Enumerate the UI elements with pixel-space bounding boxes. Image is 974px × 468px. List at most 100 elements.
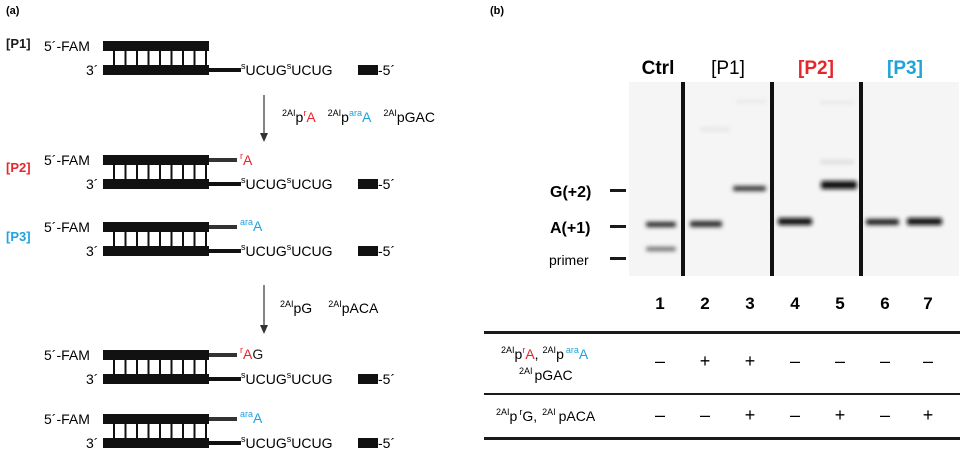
base-pair-tick xyxy=(124,424,127,438)
gel-smear xyxy=(820,160,854,164)
top-strand-label: 5´-FAM xyxy=(44,152,90,168)
template-linker xyxy=(209,182,241,186)
base-pair-tick xyxy=(182,165,184,179)
table-marks: – + + – – – – – – + – + – + xyxy=(655,351,933,425)
template-sequence: sUCUGsUCUG xyxy=(241,370,332,387)
base-pair-tick xyxy=(182,51,184,65)
base-pair-tick xyxy=(124,51,127,65)
row1-mark: – xyxy=(655,351,665,371)
row1-mark: + xyxy=(700,351,711,371)
table-rule-bottom xyxy=(484,437,960,440)
base-pair-tick xyxy=(182,232,184,246)
primer-extension xyxy=(209,353,237,357)
p3-product-extension: araA xyxy=(240,409,263,426)
gel-separator xyxy=(859,82,863,276)
bottom-strand-3prime: 3´ xyxy=(86,243,98,259)
template-block xyxy=(358,65,378,75)
lane-number: 5 xyxy=(835,294,844,313)
gel-separator xyxy=(770,82,774,276)
base-pair-tick xyxy=(136,51,138,65)
band-lane4-a1 xyxy=(778,218,812,225)
base-pair-tick xyxy=(136,424,138,438)
base-pair-tick xyxy=(147,232,150,246)
base-pair-tick xyxy=(170,165,173,179)
base-pair-tick xyxy=(147,51,150,65)
row2-mark: – xyxy=(790,405,800,425)
row1-mark: – xyxy=(880,351,890,371)
bottom-strand-3prime: 3´ xyxy=(86,435,98,451)
template-strand xyxy=(103,246,209,256)
bottom-strand-3prime: 3´ xyxy=(86,371,98,387)
template-linker xyxy=(209,377,241,381)
top-strand-label: 5´-FAM xyxy=(44,219,90,235)
band-lane5-g2 xyxy=(821,181,857,189)
p2-tag: [P2] xyxy=(6,160,31,175)
lane-group-ctrl: Ctrl xyxy=(642,58,675,79)
bottom-strand-5prime: -5´ xyxy=(378,176,395,192)
template-sequence: sUCUGsUCUG xyxy=(241,242,332,259)
arrow-step1-head xyxy=(260,133,268,142)
base-pair-tick xyxy=(193,360,196,374)
base-pair-tick xyxy=(182,424,184,438)
base-pair-tick xyxy=(170,51,173,65)
template-block xyxy=(358,246,378,256)
base-pair-tick xyxy=(205,424,207,438)
bottom-strand-5prime: -5´ xyxy=(378,371,395,387)
gel-smear xyxy=(700,128,730,131)
base-pair-tick xyxy=(159,360,161,374)
lane-number: 6 xyxy=(880,294,889,313)
base-pair-tick xyxy=(159,165,161,179)
row1-mark: – xyxy=(923,351,933,371)
marker-tick xyxy=(610,189,626,192)
template-sequence: sUCUGsUCUG xyxy=(241,61,332,78)
panel-a-label: (a) xyxy=(6,5,20,17)
lane-number: 1 xyxy=(655,294,664,313)
gel-image xyxy=(629,82,959,276)
top-strand-label: 5´-FAM xyxy=(44,38,90,54)
base-pair-tick xyxy=(124,360,127,374)
row1-mark: – xyxy=(790,351,800,371)
base-pair-tick xyxy=(205,232,207,246)
base-pair-tick xyxy=(193,232,196,246)
table-rule-mid xyxy=(484,393,960,395)
top-strand-label: 5´-FAM xyxy=(44,347,90,363)
marker-a1: A(+1) xyxy=(550,220,590,237)
template-block xyxy=(358,374,378,384)
base-pair-tick xyxy=(170,424,173,438)
base-pair-tick xyxy=(170,232,173,246)
arrow-step2-head xyxy=(260,325,268,334)
p1-tag: [P1] xyxy=(6,36,31,51)
lane-number: 2 xyxy=(700,294,709,313)
primer-extension xyxy=(209,158,237,162)
p2-product-extension: rAG xyxy=(240,345,263,362)
primer-strand xyxy=(103,41,209,51)
table-rule-top xyxy=(484,331,960,334)
primer-strand xyxy=(103,155,209,165)
lane-group-p1: [P1] xyxy=(711,58,745,79)
band-lane6-a1 xyxy=(866,219,899,225)
bottom-strand-3prime: 3´ xyxy=(86,62,98,78)
marker-tick xyxy=(610,225,626,228)
gel-smear xyxy=(820,101,854,104)
top-strand-label: 5´-FAM xyxy=(44,411,90,427)
primer-extension xyxy=(209,417,237,421)
base-pair-tick xyxy=(159,232,161,246)
base-pair-tick xyxy=(159,51,161,65)
base-pair-tick xyxy=(147,360,150,374)
band-lane1-a1 xyxy=(646,222,676,227)
base-pair-tick xyxy=(113,51,115,65)
lane-numbers: 1 2 3 4 5 6 7 xyxy=(655,294,932,313)
lane-number: 3 xyxy=(745,294,754,313)
duplex-group: 5´-FAM 3´ sUCUGsUCUG -5´ 5´-FAM 3´ sUCUGsUCUG -… xyxy=(44,38,395,451)
template-linker xyxy=(209,249,241,253)
primer-strand xyxy=(103,350,209,360)
row1-mark: – xyxy=(835,351,845,371)
base-pair-tick xyxy=(113,232,115,246)
